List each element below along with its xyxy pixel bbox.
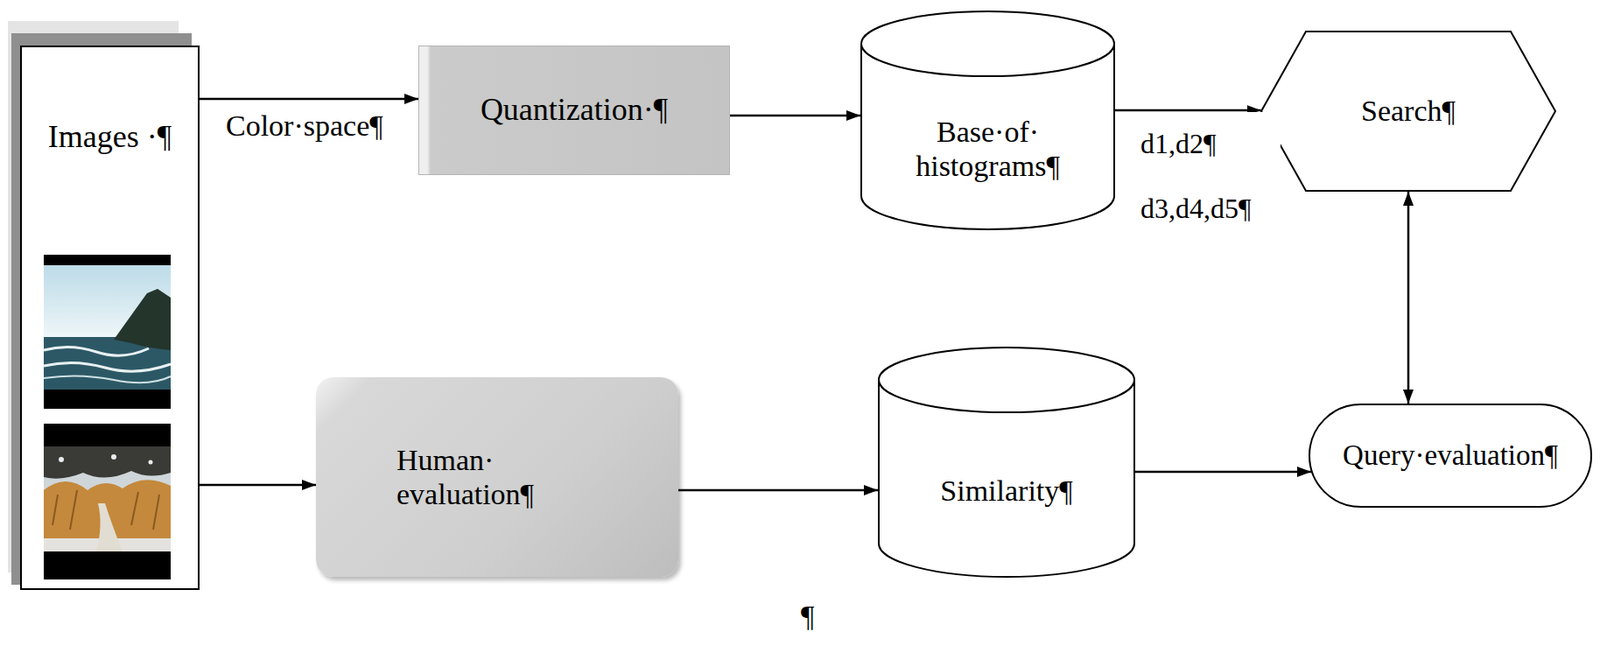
cylinder-top <box>878 347 1135 413</box>
hexagon-outline <box>1261 31 1556 191</box>
paragraph-mark: ¶ <box>800 598 815 633</box>
node-text: Query·evaluation¶ <box>1342 439 1558 473</box>
connector-arrow <box>199 484 316 487</box>
edge-label: d1,d2¶ d3,d4,d5¶ <box>1140 112 1281 241</box>
cylinder-top <box>861 11 1115 77</box>
stadium-outline <box>1309 404 1592 507</box>
node-text: Base·of· histograms¶ <box>896 114 1081 183</box>
node-text: Human· evaluation¶ <box>396 442 598 512</box>
connector-arrow <box>1135 470 1312 474</box>
edge-label: Color·space¶ <box>225 108 384 143</box>
process-box: Quantization·¶ <box>418 45 730 176</box>
connector-arrow <box>678 489 878 492</box>
grass-photo <box>43 423 171 580</box>
images-panel: Images ·¶ <box>20 45 200 590</box>
sea-photo <box>43 254 171 409</box>
search-hexagon: Search¶ <box>1260 30 1557 192</box>
node-text: Similarity¶ <box>940 473 1073 508</box>
connector-arrow <box>729 114 861 118</box>
panel-fill <box>20 45 200 590</box>
database-cylinder: Base·of· histograms¶ <box>860 10 1116 230</box>
node-text: Images ·¶ <box>48 119 172 155</box>
connector-arrow <box>1407 191 1411 404</box>
connector-arrow <box>199 98 419 101</box>
cyl-outline <box>877 346 1136 577</box>
node-text: Search¶ <box>1361 93 1456 128</box>
database-cylinder: Similarity¶ <box>877 346 1136 577</box>
node-text: Quantization·¶ <box>480 91 668 128</box>
process-box: Human· evaluation¶ <box>315 377 679 577</box>
connector-arrow <box>1115 109 1262 113</box>
terminal-shape: Query·evaluation¶ <box>1308 403 1593 508</box>
